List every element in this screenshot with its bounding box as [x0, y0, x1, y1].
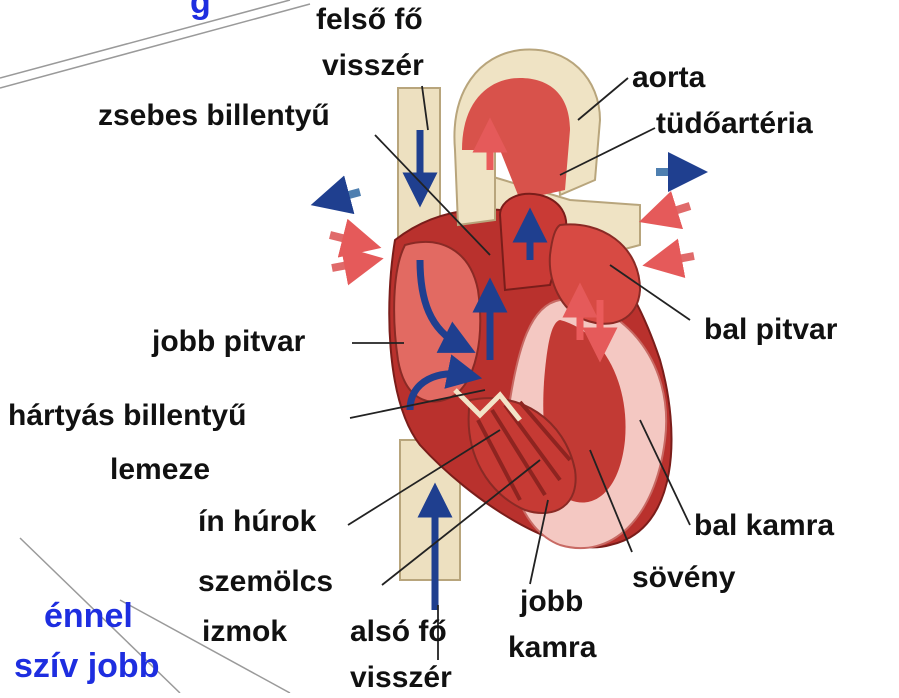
label-visszer-top: visszér	[322, 50, 424, 82]
label-kamra: kamra	[508, 632, 596, 664]
slide-text-bottom-2: szív jobb	[14, 650, 159, 682]
label-bal-pitvar: bal pitvar	[704, 314, 837, 346]
label-zsebes-billentyu: zsebes billentyű	[98, 100, 330, 132]
label-felso-fo: felső fő	[316, 4, 423, 36]
label-tudoarteria: tüdőartéria	[656, 108, 813, 140]
label-szemolcs: szemölcs	[198, 566, 333, 598]
label-izmok: izmok	[202, 616, 287, 648]
label-jobb-pitvar: jobb pitvar	[152, 326, 305, 358]
label-aorta: aorta	[632, 62, 705, 94]
label-visszer-bottom: visszér	[350, 662, 452, 694]
label-lemeze: lemeze	[110, 454, 210, 486]
slide-text-top: g	[190, 0, 211, 18]
label-sovent: sövény	[632, 562, 735, 594]
label-jobb: jobb	[520, 586, 583, 618]
label-also-fo: alsó fő	[350, 616, 447, 648]
slide-text-bottom-1: énnel	[44, 600, 133, 632]
label-in-hurok: ín húrok	[198, 506, 316, 538]
label-bal-kamra: bal kamra	[694, 510, 834, 542]
label-hartyas-billentyu: hártyás billentyű	[8, 400, 246, 432]
